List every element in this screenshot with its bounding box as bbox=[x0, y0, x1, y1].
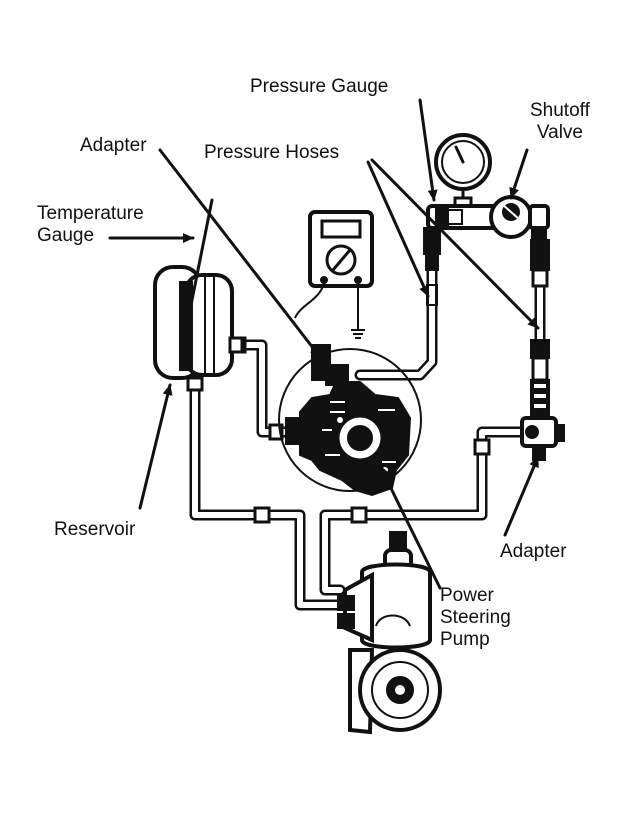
meter-display bbox=[320, 219, 362, 239]
leader-lines bbox=[108, 98, 540, 590]
reservoir bbox=[153, 265, 244, 380]
right-adapter bbox=[520, 239, 565, 461]
leader-shutoff-valve bbox=[509, 148, 529, 200]
steering-gear bbox=[337, 531, 442, 735]
label-shutoff-valve: Shutoff Valve bbox=[530, 100, 590, 143]
label-power-steering-pump: Power Steering Pump bbox=[440, 585, 511, 650]
multimeter bbox=[294, 210, 374, 339]
label-reservoir: Reservoir bbox=[54, 519, 136, 540]
leader-adapter-top bbox=[158, 148, 322, 359]
power-steering-pump bbox=[278, 344, 422, 497]
leader-pressure-gauge bbox=[418, 98, 438, 202]
pump-highlight-circle bbox=[278, 348, 422, 492]
label-pressure-hoses: Pressure Hoses bbox=[204, 142, 340, 163]
leader-reservoir bbox=[138, 383, 173, 510]
temperature-probe bbox=[184, 198, 214, 332]
shutoff-valve bbox=[489, 195, 550, 241]
pressure-gauge bbox=[434, 133, 492, 210]
label-adapter-bottom: Adapter bbox=[500, 541, 567, 562]
leader-pressure-hose-right bbox=[370, 158, 540, 330]
label-adapter-top: Adapter bbox=[80, 135, 147, 156]
label-pressure-gauge: Pressure Gauge bbox=[250, 76, 389, 97]
leader-pressure-hose-left bbox=[366, 160, 430, 298]
leader-power-steering-pump bbox=[378, 464, 442, 590]
label-temperature-gauge: Temperature Gauge bbox=[37, 203, 144, 246]
leader-adapter-bottom bbox=[503, 455, 540, 537]
